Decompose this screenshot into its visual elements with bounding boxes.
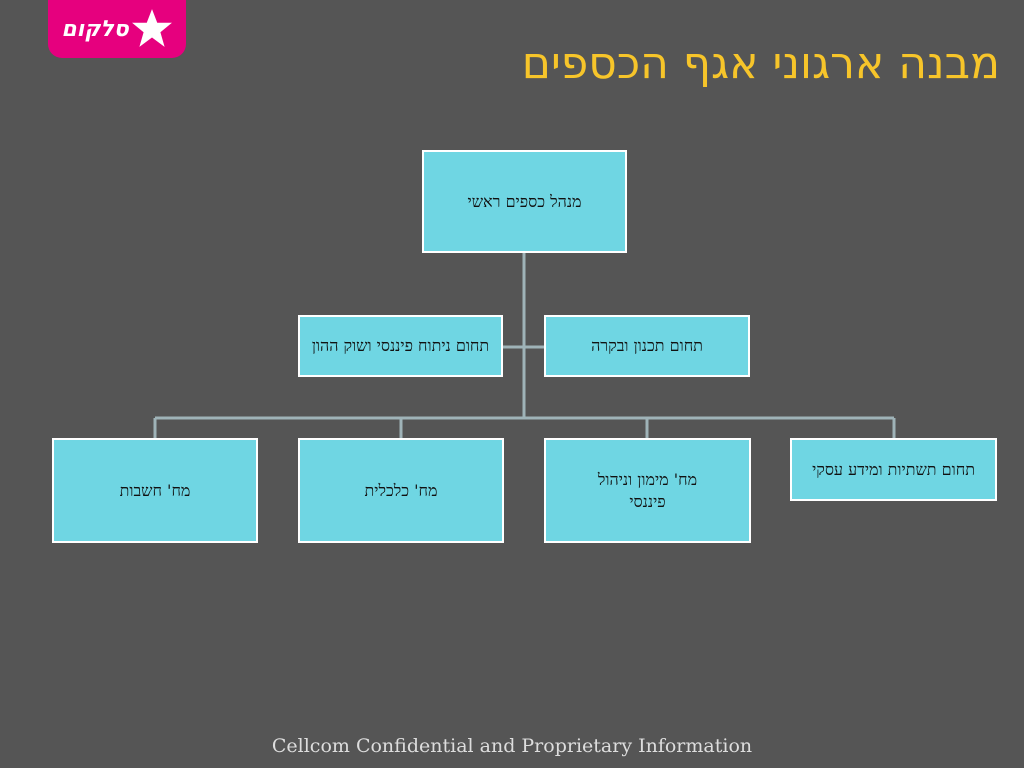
org-box-planning-control: תחום תכנון ובקרה bbox=[544, 315, 750, 377]
org-box-label: מנהל כספים ראשי bbox=[467, 191, 582, 211]
org-box-economics: מח' כלכלית bbox=[298, 438, 504, 543]
cellcom-logo: סלקום bbox=[48, 0, 186, 58]
org-box-label: תחום תשתיות ומידע עסקי bbox=[812, 459, 975, 479]
logo-text: סלקום bbox=[61, 16, 129, 42]
org-box-cfo: מנהל כספים ראשי bbox=[422, 150, 627, 253]
star-icon bbox=[131, 9, 172, 47]
org-box-label: מח' חשבות bbox=[119, 480, 191, 500]
org-box-accounting: מח' חשבות bbox=[52, 438, 258, 543]
org-box-infrastructure-bi: תחום תשתיות ומידע עסקי bbox=[790, 438, 997, 501]
confidentiality-footer: Cellcom Confidential and Proprietary Inf… bbox=[271, 735, 753, 757]
org-box-label: מח' מימון וניהול פיננסי bbox=[597, 469, 698, 511]
org-box-label: תחום ניתוח פיננסי ושוק ההון bbox=[311, 336, 490, 355]
org-box-finance-management: מח' מימון וניהול פיננסי bbox=[544, 438, 751, 543]
org-box-label: תחום תכנון ובקרה bbox=[591, 336, 703, 355]
page-title: מבנה ארגוני אגף הכספים bbox=[521, 38, 1000, 89]
org-box-label: מח' כלכלית bbox=[364, 480, 438, 500]
org-box-financial-analysis: תחום ניתוח פיננסי ושוק ההון bbox=[298, 315, 503, 377]
